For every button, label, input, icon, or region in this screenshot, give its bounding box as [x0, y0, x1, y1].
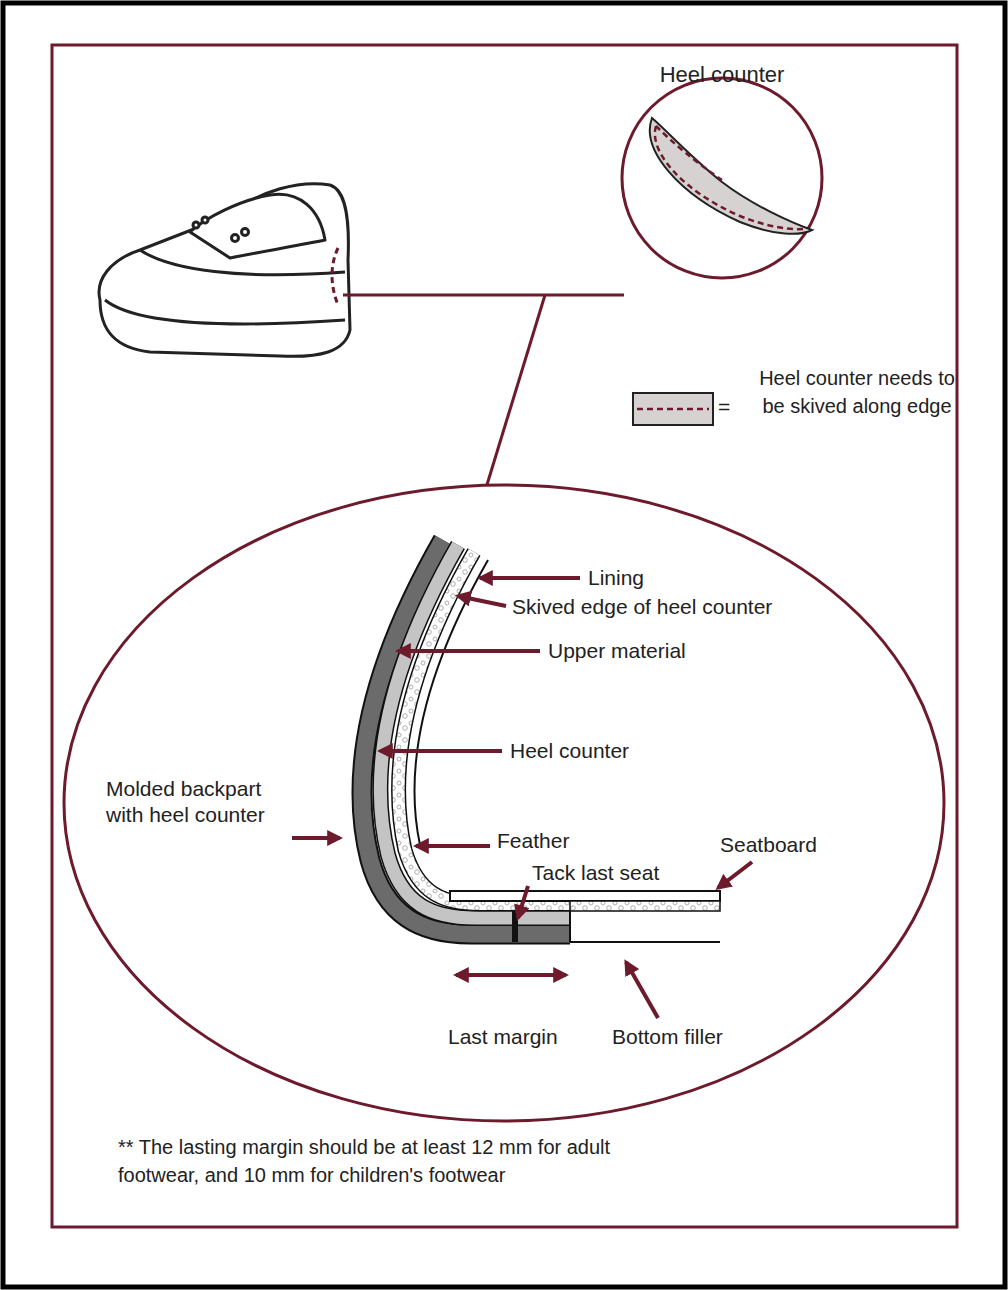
equals-sign: =: [718, 394, 730, 420]
dimension-label: Last margin: [448, 1024, 558, 1050]
part-label: Molded backpart with heel counter: [106, 776, 296, 828]
legend-swatch-line: [637, 408, 709, 411]
leader-line: [486, 295, 545, 488]
title-label: Heel counter: [660, 62, 785, 88]
part-label: Tack last seat: [532, 860, 659, 886]
part-label: Seatboard: [720, 832, 817, 858]
part-label: Heel counter: [510, 738, 629, 764]
detail-circle: [622, 78, 822, 278]
heel-counter-piece: [650, 118, 812, 234]
leader-line: [343, 294, 624, 297]
legend-swatch: [633, 393, 713, 425]
inner-border: [52, 45, 957, 1227]
legend-text: Heel counter needs to be skived along ed…: [752, 364, 962, 420]
shoe-illustration: [99, 184, 350, 357]
part-label: Upper material: [548, 638, 686, 664]
part-label: Bottom filler: [612, 1024, 723, 1050]
outer-border: [3, 3, 1005, 1287]
skive-line: [655, 126, 804, 229]
leader-arrows: [292, 578, 752, 1018]
part-label: Feather: [497, 828, 569, 854]
detail-ellipse: [64, 485, 944, 1121]
part-label: Lining: [588, 565, 644, 591]
note-text: ** The lasting margin should be at least…: [118, 1133, 678, 1189]
part-label: Skived edge of heel counter: [512, 594, 772, 620]
